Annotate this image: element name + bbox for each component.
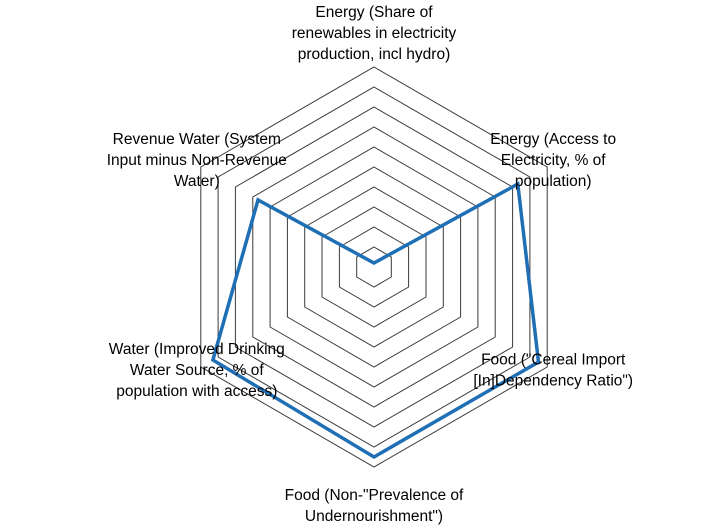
radar-ring-7 xyxy=(252,126,496,408)
radar-ring-3 xyxy=(321,206,427,328)
axis-label-4-line-2: population with access) xyxy=(116,383,277,400)
radar-ring-9 xyxy=(217,86,531,448)
radar-grid xyxy=(200,66,548,468)
axis-label-4-line-1: Water Source, % of xyxy=(130,362,265,379)
axis-label-1-line-2: population) xyxy=(515,173,592,190)
radar-ring-2 xyxy=(338,226,410,308)
radar-series xyxy=(210,181,541,460)
axis-label-1-line-1: Electricity, % of xyxy=(501,152,606,169)
axis-label-5-line-1: Input minus Non-Revenue xyxy=(107,152,287,169)
radar-ring-4 xyxy=(304,186,444,348)
axis-label-3-line-0: Food (Non-"Prevalence of xyxy=(285,487,464,504)
radar-axis-labels: Energy (Share of renewables in electricit… xyxy=(107,4,633,525)
axis-label-3: Food (Non-"Prevalence of Undernourishment… xyxy=(285,487,464,525)
axis-label-2-line-0: Food ("Cereal Import xyxy=(481,352,626,369)
radar-series-line-0 xyxy=(210,181,541,460)
radar-ring-5 xyxy=(286,166,462,368)
axis-label-0: Energy (Share of renewables in electricit… xyxy=(292,4,457,63)
axis-label-2-line-1: [In]Dependency Ratio") xyxy=(473,373,633,390)
axis-label-0-line-0: Energy (Share of xyxy=(315,4,433,21)
axis-label-3-line-1: Undernourishment") xyxy=(305,508,443,525)
axis-label-5-line-0: Revenue Water (System xyxy=(113,131,281,148)
axis-label-0-line-2: production, incl hydro) xyxy=(298,46,451,63)
radar-ring-6 xyxy=(269,146,479,388)
axis-label-0-line-1: renewables in electricity xyxy=(292,25,457,42)
axis-label-2: Food ("Cereal Import [In]Dependency Ratio… xyxy=(473,352,633,390)
radar-ring-10 xyxy=(200,66,548,468)
axis-label-4-line-0: Water (Improved Drinking xyxy=(109,341,285,358)
axis-label-1-line-0: Energy (Access to xyxy=(490,131,616,148)
axis-label-1: Energy (Access to Electricity, % of popula… xyxy=(490,131,616,190)
radar-ring-1 xyxy=(356,246,392,288)
axis-label-5-line-2: Water) xyxy=(174,173,220,190)
